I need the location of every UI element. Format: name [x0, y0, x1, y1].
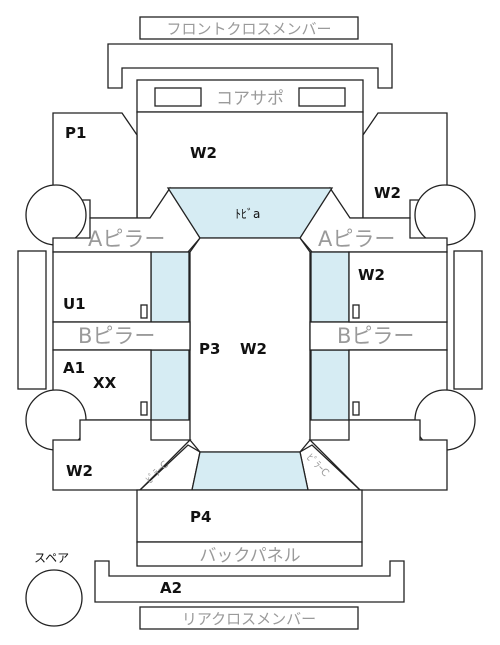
front-cross-member-box[interactable] [139, 16, 359, 40]
rear-cross-member-label: リアクロスメンバー [182, 610, 316, 628]
front-cross-member-label: フロントクロスメンバー [166, 20, 331, 38]
windshield-label: ﾄﾋﾞa [235, 207, 260, 221]
rear-right-quarter[interactable] [308, 419, 448, 491]
front-right-window[interactable] [310, 251, 350, 323]
rear-left-quarter-code: W2 [66, 462, 93, 480]
rear-window-glass[interactable] [191, 451, 309, 491]
core-support-left-lamp[interactable] [154, 87, 202, 107]
front-right-wheel[interactable] [414, 184, 476, 246]
front-right-fender-code: W2 [374, 184, 401, 202]
b-pillar-right-label: Bピラー [337, 324, 414, 348]
rear-left-door-code-2: XX [93, 374, 117, 392]
trunk-lid[interactable] [136, 489, 363, 543]
front-left-wheel[interactable] [25, 184, 87, 246]
front-left-window[interactable] [150, 251, 190, 323]
trunk-code: P4 [190, 508, 211, 526]
rear-left-window[interactable] [150, 349, 190, 421]
front-right-door-handle[interactable] [352, 304, 360, 319]
front-left-fender-code: P1 [65, 124, 86, 142]
rear-cross-member-box[interactable] [139, 606, 359, 630]
front-right-door[interactable] [348, 251, 448, 323]
rear-left-quarter[interactable] [52, 419, 192, 491]
right-side-sill[interactable] [453, 250, 483, 390]
rear-left-door-code: A1 [63, 359, 85, 377]
roof-right-code: W2 [240, 340, 267, 358]
roof-left-code: P3 [199, 340, 220, 358]
core-support-label: コアサポ [216, 89, 284, 109]
a-pillar-right-label: Aピラー [318, 227, 395, 251]
front-right-door-code: W2 [358, 266, 385, 284]
rear-left-door-handle[interactable] [140, 401, 148, 416]
front-left-door-code: U1 [63, 295, 86, 313]
rear-bumper[interactable] [94, 560, 405, 603]
back-panel[interactable] [136, 541, 363, 567]
spare-label: スペア [34, 551, 69, 565]
hood-code: W2 [190, 144, 217, 162]
b-pillar-left[interactable] [52, 321, 191, 351]
core-support-right-lamp[interactable] [298, 87, 346, 107]
spare-tire[interactable] [25, 569, 83, 627]
rear-right-door-handle[interactable] [352, 401, 360, 416]
rear-bumper-code: A2 [160, 579, 182, 597]
back-panel-label: バックパネル [199, 546, 300, 566]
b-pillar-left-label: Bピラー [78, 324, 155, 348]
rear-right-window[interactable] [310, 349, 350, 421]
left-side-sill[interactable] [17, 250, 47, 390]
front-left-door-handle[interactable] [140, 304, 148, 319]
a-pillar-left-label: Aピラー [88, 227, 165, 251]
front-bumper[interactable] [107, 43, 393, 89]
